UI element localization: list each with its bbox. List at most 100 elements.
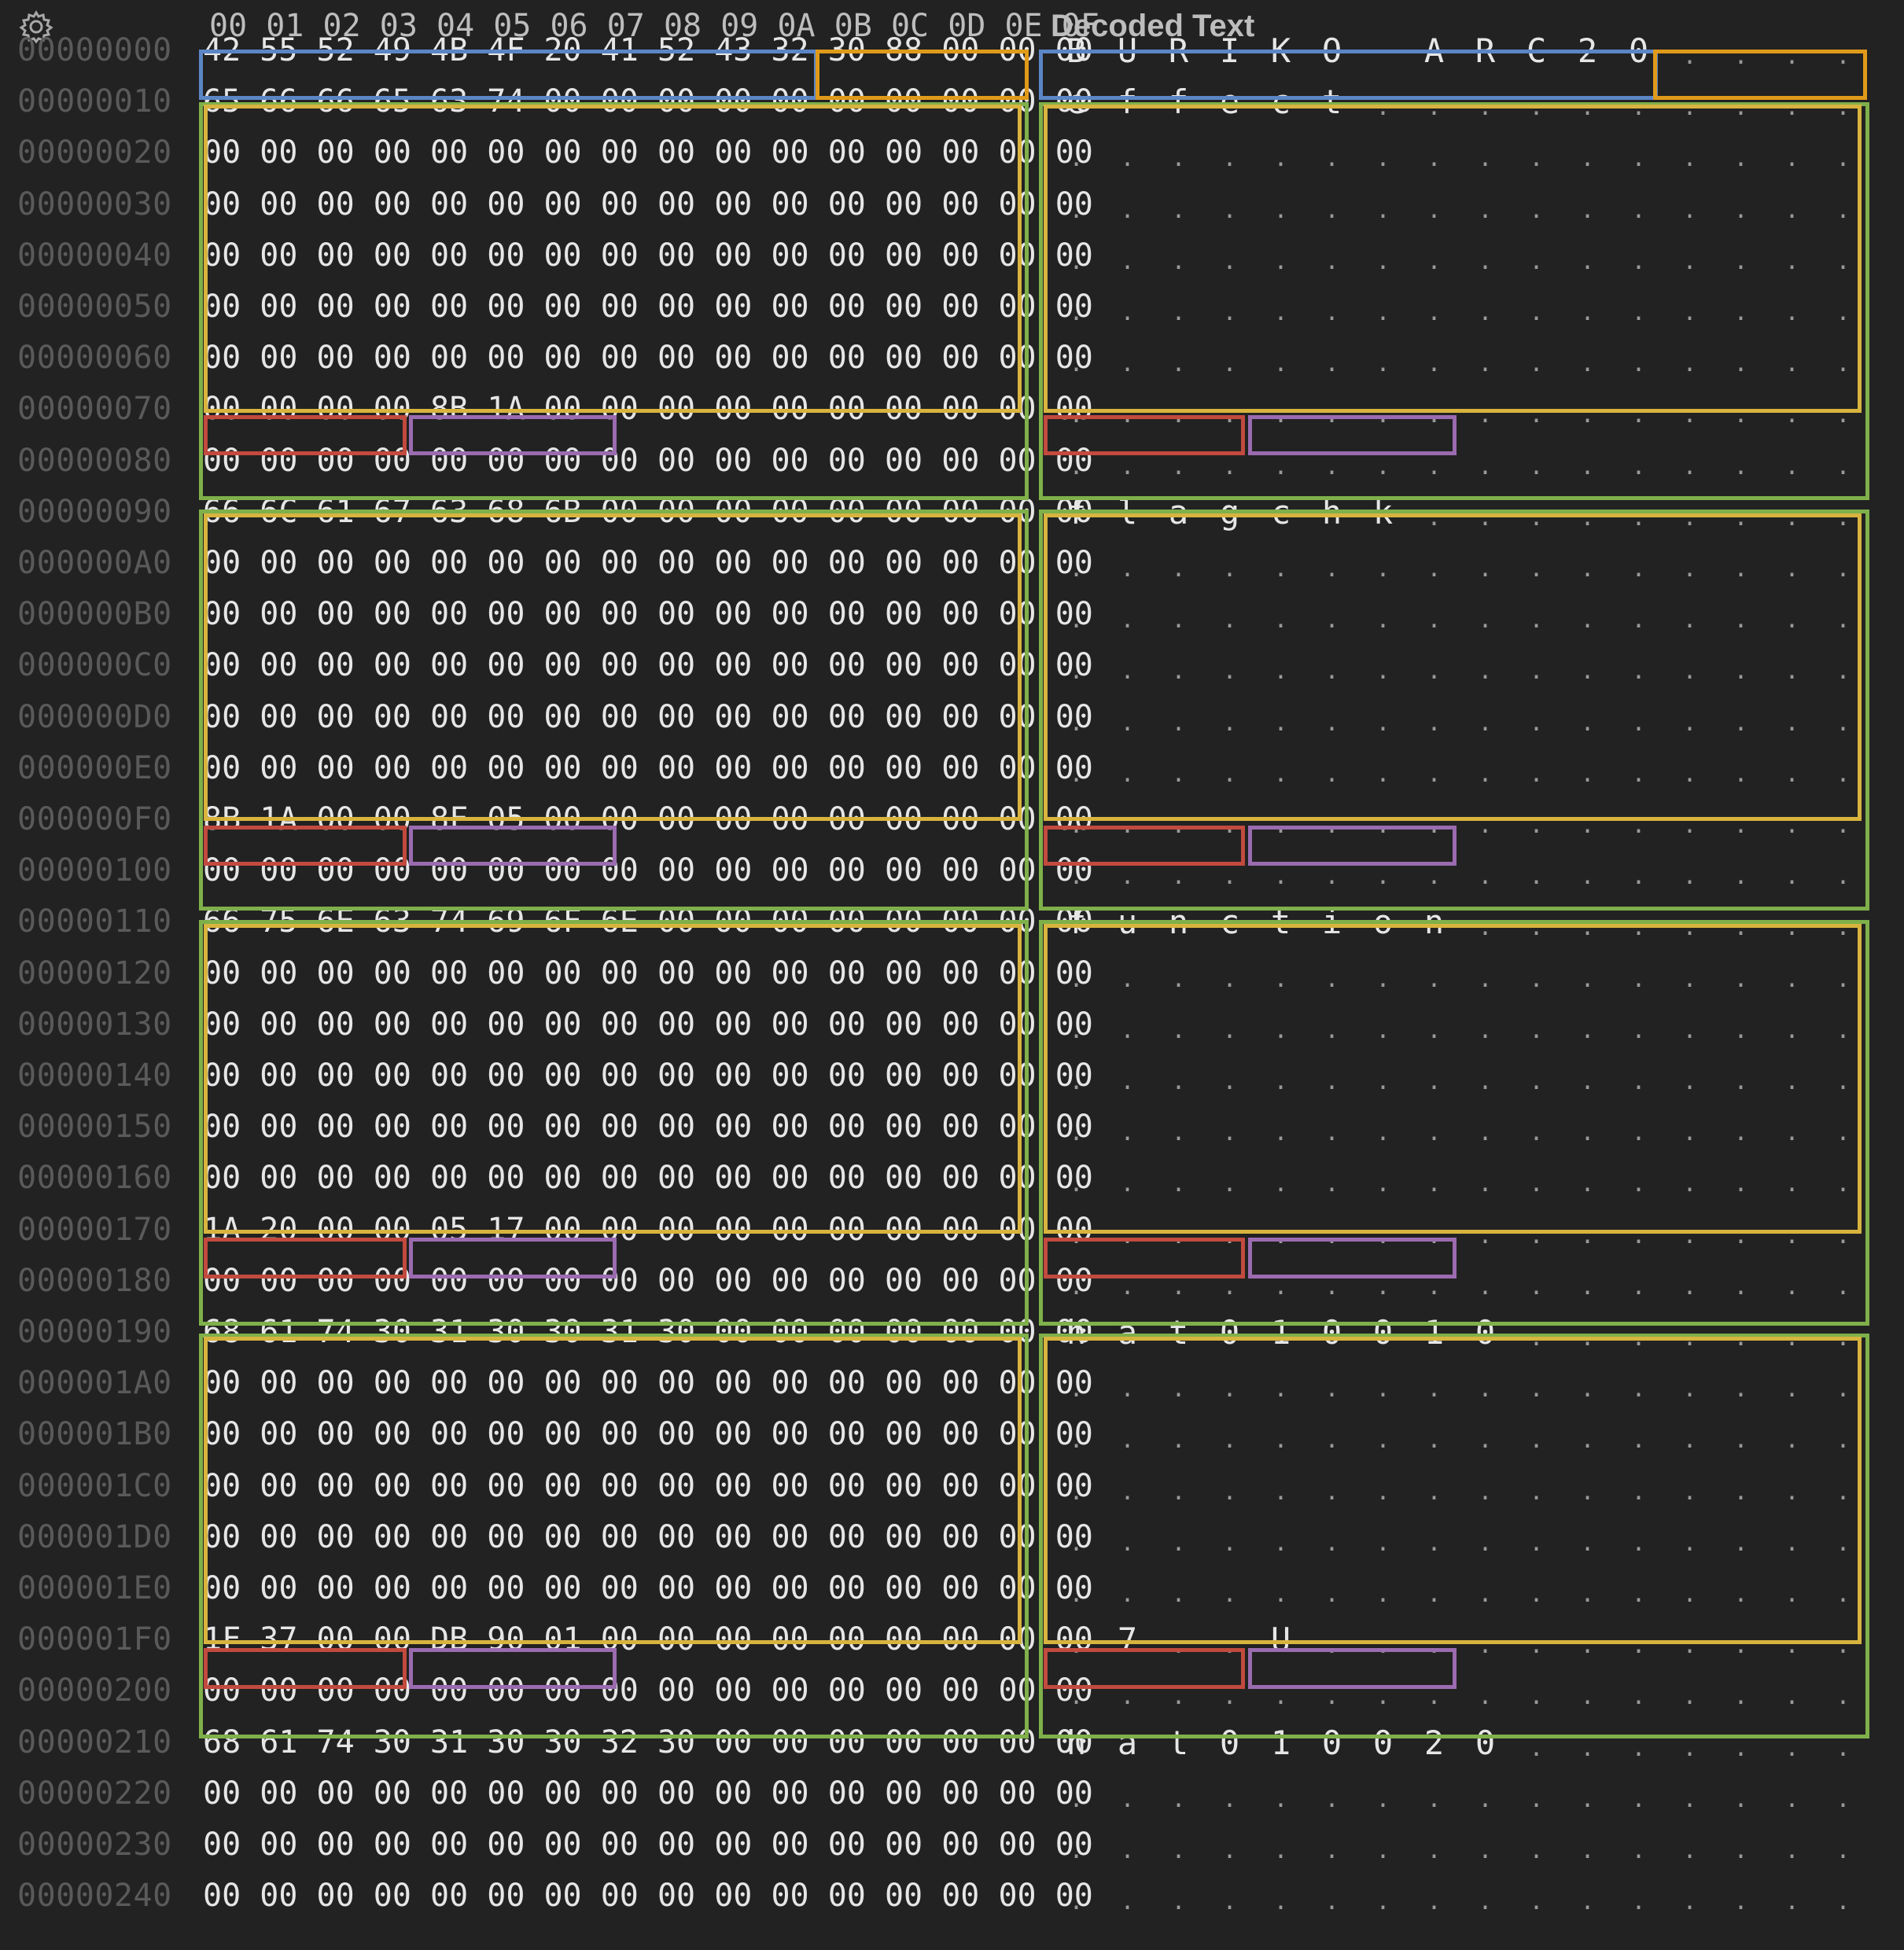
row-hex-bytes[interactable]: 1A 20 00 00 05 17 00 00 00 00 00 00 00 0… [203, 1211, 1093, 1248]
row-hex-bytes[interactable]: 00 00 00 00 00 00 00 00 00 00 00 00 00 0… [203, 698, 1093, 735]
row-decoded-text[interactable]: ................ [1051, 127, 1869, 178]
row-decoded-text[interactable]: ................ [1051, 1409, 1869, 1460]
row-hex-bytes[interactable]: 00 00 00 00 00 00 00 00 00 00 00 00 00 0… [203, 1518, 1093, 1555]
row-decoded-text[interactable]: ................ [1051, 384, 1869, 435]
row-hex-bytes[interactable]: 00 00 00 00 00 00 00 00 00 00 00 00 00 0… [203, 596, 1093, 633]
row-decoded-text[interactable]: ................ [1051, 1512, 1869, 1563]
row-decoded-text[interactable]: ................ [1051, 1256, 1869, 1307]
row-hex-bytes[interactable]: 00 00 00 00 00 00 00 00 00 00 00 00 00 0… [203, 237, 1093, 274]
row-hex-bytes[interactable]: 00 00 00 00 00 00 00 00 00 00 00 00 00 0… [203, 1878, 1093, 1915]
row-decoded-text[interactable]: ................ [1051, 692, 1869, 743]
decoded-char: . [1784, 1016, 1799, 1044]
decoded-char: . [1784, 1272, 1799, 1301]
row-hex-bytes[interactable]: 00 00 00 00 8B 1A 00 00 00 00 00 00 00 0… [203, 391, 1093, 428]
row-decoded-text[interactable]: ................ [1051, 1563, 1869, 1614]
decoded-char: . [1733, 1170, 1748, 1198]
row-hex-bytes[interactable]: 00 00 00 00 00 00 00 00 00 00 00 00 00 0… [203, 186, 1093, 223]
decoded-char: . [1273, 606, 1288, 635]
decoded-char: . [1324, 555, 1339, 583]
row-decoded-text[interactable]: ................ [1051, 333, 1869, 384]
row-hex-bytes[interactable]: 68 61 74 30 31 30 30 31 30 00 00 00 00 0… [203, 1314, 1093, 1350]
row-hex-bytes[interactable]: 00 00 00 00 00 00 00 00 00 00 00 00 00 0… [203, 1775, 1093, 1812]
decoded-char: . [1733, 1888, 1748, 1916]
row-decoded-text[interactable]: ................ [1051, 1102, 1869, 1153]
row-decoded-text[interactable]: ................ [1051, 794, 1869, 845]
gear-icon[interactable] [19, 9, 53, 44]
row-decoded-text[interactable]: ................ [1051, 845, 1869, 896]
row-hex-bytes[interactable]: 00 00 00 00 00 00 00 00 00 00 00 00 00 0… [203, 340, 1093, 377]
row-hex-bytes[interactable]: 00 00 00 00 00 00 00 00 00 00 00 00 00 0… [203, 1109, 1093, 1146]
row-hex-bytes[interactable]: 00 00 00 00 00 00 00 00 00 00 00 00 00 0… [203, 1365, 1093, 1402]
row-hex-bytes[interactable]: 00 00 00 00 00 00 00 00 00 00 00 00 00 0… [203, 134, 1093, 171]
row-hex-bytes[interactable]: 00 00 00 00 00 00 00 00 00 00 00 00 00 0… [203, 647, 1093, 684]
row-hex-bytes[interactable]: 42 55 52 49 4B 4F 20 41 52 43 32 30 88 0… [203, 32, 1093, 68]
row-decoded-text[interactable]: ................ [1051, 1871, 1869, 1922]
decoded-char: . [1784, 657, 1799, 686]
row-hex-bytes[interactable]: 00 00 00 00 00 00 00 00 00 00 00 00 00 0… [203, 955, 1093, 992]
row-decoded-text[interactable]: ................ [1051, 538, 1869, 589]
row-decoded-text[interactable]: ................ [1051, 281, 1869, 333]
row-hex-bytes[interactable]: 00 00 00 00 00 00 00 00 00 00 00 00 00 0… [203, 1672, 1093, 1709]
row-decoded-text[interactable]: ................ [1051, 1819, 1869, 1871]
row-hex-bytes[interactable]: 00 00 00 00 00 00 00 00 00 00 00 00 00 0… [203, 1467, 1093, 1504]
decoded-char: . [1120, 965, 1135, 993]
decoded-char: . [1580, 94, 1595, 122]
row-hex-bytes[interactable]: 68 61 74 30 31 30 30 32 30 00 00 00 00 0… [203, 1724, 1093, 1761]
decoded-char: . [1222, 1016, 1237, 1044]
row-decoded-text[interactable]: ................ [1051, 743, 1869, 794]
decoded-char: . [1733, 555, 1748, 583]
row-decoded-text[interactable]: ................ [1051, 1050, 1869, 1102]
row-hex-bytes[interactable]: 1F 37 00 00 DB 90 01 00 00 00 00 00 00 0… [203, 1621, 1093, 1658]
decoded-char: . [1478, 1580, 1493, 1608]
row-hex-bytes[interactable]: 00 00 00 00 00 00 00 00 00 00 00 00 00 0… [203, 749, 1093, 786]
decoded-char: . [1733, 1477, 1748, 1506]
row-decoded-text[interactable]: ................ [1051, 1153, 1869, 1204]
row-decoded-text[interactable]: ................ [1051, 1358, 1869, 1409]
row-hex-bytes[interactable]: 00 00 00 00 00 00 00 00 00 00 00 00 00 0… [203, 1416, 1093, 1453]
row-hex-bytes[interactable]: 00 00 00 00 00 00 00 00 00 00 00 00 00 0… [203, 1006, 1093, 1043]
row-hex-bytes[interactable]: 66 75 6E 63 74 69 6F 6E 00 00 00 00 00 0… [203, 903, 1093, 940]
row-decoded-text[interactable]: ................ [1051, 1205, 1869, 1256]
row-hex-bytes[interactable]: 00 00 00 00 00 00 00 00 00 00 00 00 00 0… [203, 545, 1093, 581]
row-decoded-text[interactable]: ................ [1051, 999, 1869, 1050]
decoded-char: . [1324, 1580, 1339, 1608]
row-hex-bytes[interactable]: 65 66 66 65 63 74 00 00 00 00 00 00 00 0… [203, 83, 1093, 120]
row-hex-bytes[interactable]: 00 00 00 00 00 00 00 00 00 00 00 00 00 0… [203, 852, 1093, 889]
row-hex-bytes[interactable]: 00 00 00 00 00 00 00 00 00 00 00 00 00 0… [203, 1058, 1093, 1094]
row-hex-bytes[interactable]: 00 00 00 00 00 00 00 00 00 00 00 00 00 0… [203, 1160, 1093, 1197]
row-decoded-text[interactable]: ................ [1051, 1768, 1869, 1819]
decoded-char: . [1529, 1375, 1544, 1404]
row-decoded-text[interactable]: ................ [1051, 1665, 1869, 1716]
row-decoded-text[interactable]: ................ [1051, 1461, 1869, 1512]
row-hex-bytes[interactable]: 00 00 00 00 00 00 00 00 00 00 00 00 00 0… [203, 289, 1093, 325]
row-decoded-text[interactable]: .7..U........... [1051, 1614, 1869, 1665]
decoded-char: . [1836, 94, 1851, 122]
row-decoded-text[interactable]: ................ [1051, 589, 1869, 640]
row-hex-bytes[interactable]: 00 00 00 00 00 00 00 00 00 00 00 00 00 0… [203, 442, 1093, 479]
row-decoded-text[interactable]: ................ [1051, 179, 1869, 230]
decoded-char: . [1273, 299, 1288, 326]
decoded-char: . [1376, 657, 1390, 686]
decoded-char: . [1324, 606, 1339, 635]
decoded-char: . [1631, 657, 1646, 686]
row-hex-bytes[interactable]: 00 00 00 00 00 00 00 00 00 00 00 00 00 0… [203, 1570, 1093, 1606]
decoded-char: . [1529, 1683, 1544, 1711]
row-decoded-text[interactable]: ................ [1051, 230, 1869, 281]
row-hex-bytes[interactable]: 8B 1A 00 00 8F 05 00 00 00 00 00 00 00 0… [203, 801, 1093, 837]
row-hex-bytes[interactable]: 66 6C 61 67 63 68 6B 00 00 00 00 00 00 0… [203, 493, 1093, 530]
row-decoded-text[interactable]: ................ [1051, 640, 1869, 691]
decoded-char: . [1631, 965, 1646, 993]
row-hex-bytes[interactable]: 00 00 00 00 00 00 00 00 00 00 00 00 00 0… [203, 1827, 1093, 1863]
row-hex-bytes[interactable]: 00 00 00 00 00 00 00 00 00 00 00 00 00 0… [203, 1262, 1093, 1299]
row-decoded-text[interactable]: ................ [1051, 948, 1869, 999]
row-decoded-text[interactable]: ................ [1051, 436, 1869, 487]
